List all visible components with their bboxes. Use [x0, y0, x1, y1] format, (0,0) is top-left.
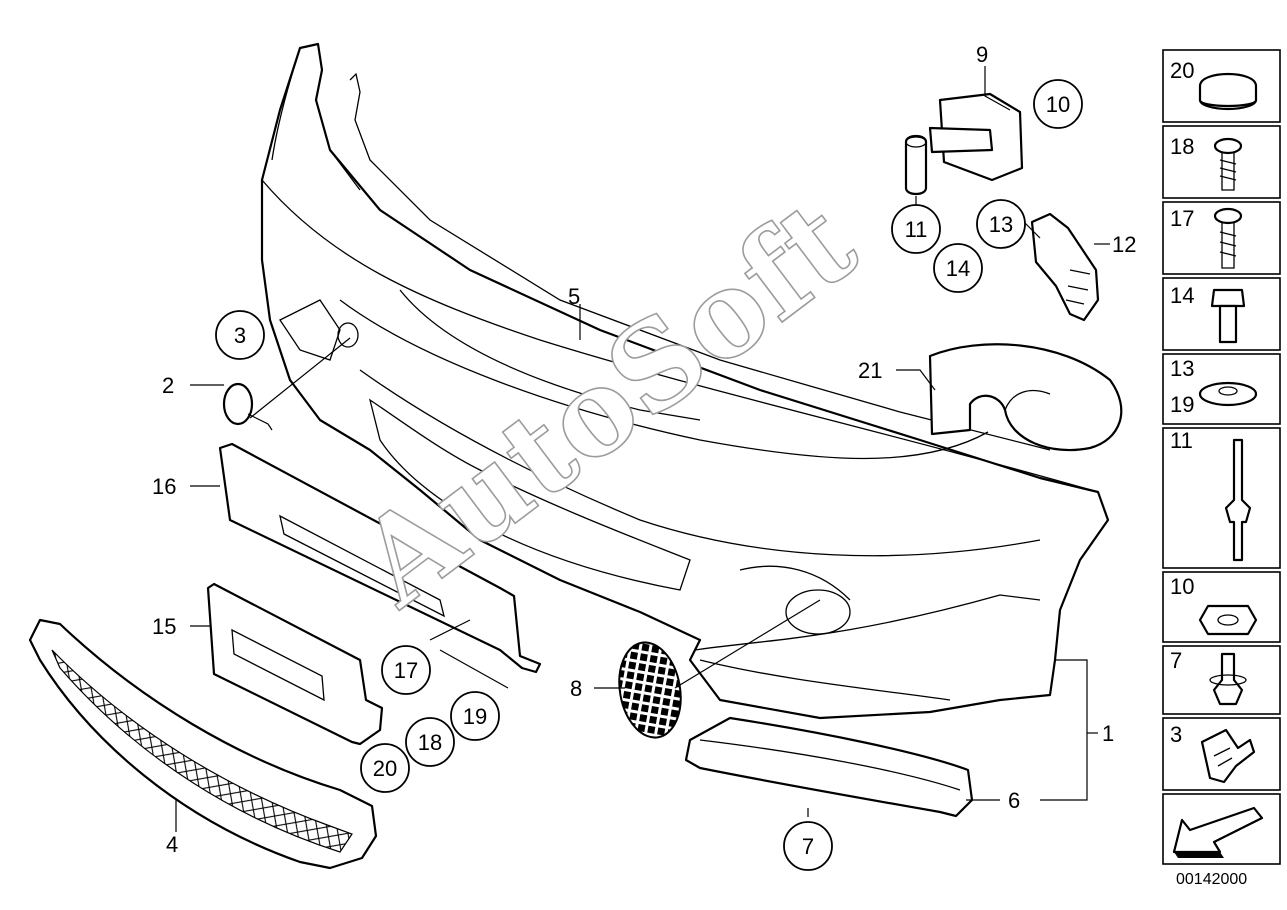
- cover-cap: [222, 382, 273, 431]
- svg-text:7: 7: [802, 834, 814, 859]
- spoiler: [684, 716, 974, 818]
- svg-text:14: 14: [1170, 283, 1194, 308]
- label-12: 12: [1112, 232, 1136, 257]
- panel-cell-18: 18: [1162, 125, 1281, 199]
- svg-text:13: 13: [1170, 356, 1194, 381]
- direction-arrow-box: [1162, 793, 1281, 865]
- svg-text:10: 10: [1046, 92, 1070, 117]
- label-6: 6: [1008, 788, 1020, 813]
- label-1: 1: [1102, 721, 1114, 746]
- label-9: 9: [976, 42, 988, 67]
- callout-14: 14: [933, 243, 983, 293]
- svg-text:11: 11: [905, 217, 928, 242]
- callout-11: 11: [891, 204, 941, 254]
- label-15: 15: [152, 614, 176, 639]
- mount-bracket: [904, 92, 1024, 196]
- callout-7: 7: [783, 821, 833, 871]
- svg-text:20: 20: [1170, 58, 1194, 83]
- callout-13: 13: [976, 199, 1026, 249]
- svg-text:10: 10: [1170, 574, 1194, 599]
- svg-text:17: 17: [394, 658, 418, 683]
- svg-text:3: 3: [234, 323, 246, 348]
- label-21: 21: [858, 358, 882, 383]
- air-duct: [928, 343, 1123, 452]
- callout-17: 17: [381, 645, 431, 695]
- svg-text:19: 19: [1170, 392, 1194, 417]
- panel-cell-20: 20: [1162, 49, 1281, 123]
- callout-10: 10: [1033, 79, 1083, 129]
- svg-text:18: 18: [418, 730, 442, 755]
- bumper-cover: [260, 42, 1110, 720]
- panel-cell-17: 17: [1162, 201, 1281, 275]
- svg-text:3: 3: [1170, 722, 1182, 747]
- callout-19: 19: [450, 691, 500, 741]
- leader-lines: [175, 66, 1110, 832]
- label-16: 16: [152, 474, 176, 499]
- svg-text:17: 17: [1170, 206, 1194, 231]
- panel-cell-11: 11: [1162, 427, 1281, 569]
- svg-text:14: 14: [946, 256, 970, 281]
- callout-3: 3: [215, 310, 265, 360]
- grille-insert: [618, 641, 682, 739]
- panel-cell-10: 10: [1162, 571, 1281, 643]
- svg-text:20: 20: [373, 756, 397, 781]
- svg-text:19: 19: [463, 704, 487, 729]
- diagram-code: 00142000: [1176, 871, 1247, 888]
- lower-grille: [28, 618, 378, 870]
- parts-panel: 20 18 17 14 13 19: [1162, 49, 1281, 888]
- panel-cell-3: 3: [1162, 717, 1281, 791]
- panel-cell-14: 14: [1162, 277, 1281, 351]
- callout-18: 18: [405, 717, 455, 767]
- label-5: 5: [568, 284, 580, 309]
- label-2: 2: [162, 373, 174, 398]
- panel-cell-7: 7: [1162, 645, 1281, 715]
- callout-20: 20: [360, 743, 410, 793]
- panel-cell-13-19: 13 19: [1162, 353, 1281, 425]
- svg-text:11: 11: [1170, 428, 1193, 453]
- svg-text:13: 13: [989, 212, 1013, 237]
- svg-text:18: 18: [1170, 134, 1194, 159]
- label-8: 8: [570, 676, 582, 701]
- license-plate-base: [206, 582, 384, 746]
- guide-bracket: [1030, 212, 1100, 322]
- svg-text:7: 7: [1170, 648, 1182, 673]
- license-plate-holder: [218, 442, 542, 674]
- label-4: 4: [166, 832, 178, 857]
